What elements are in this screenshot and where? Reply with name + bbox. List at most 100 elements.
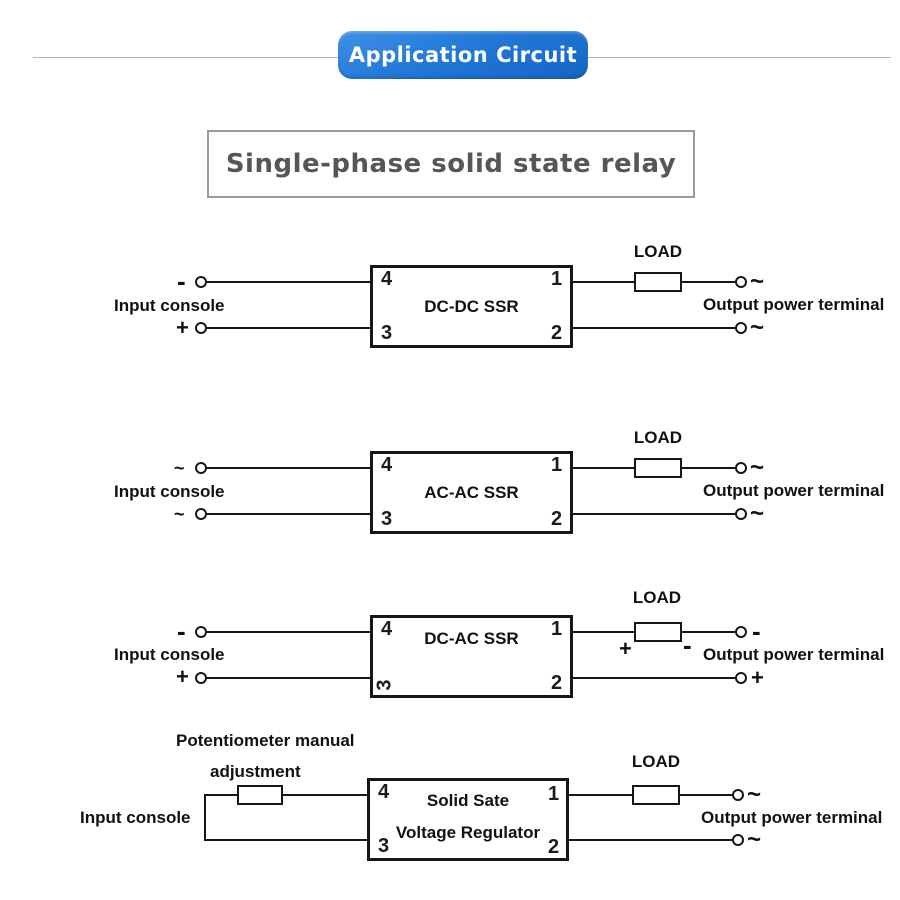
wire (204, 794, 206, 841)
wire (207, 677, 371, 679)
wire (573, 281, 634, 283)
terminal-circle (195, 276, 207, 288)
output-ac-symbol: ~ (750, 268, 765, 295)
load-resistor (634, 272, 682, 292)
wire (573, 513, 735, 515)
wire (207, 327, 371, 329)
terminal-number: 3 (378, 835, 390, 857)
ssr-name: AC-AC SSR (424, 483, 519, 502)
output-ac-symbol: ~ (750, 314, 765, 341)
input-minus-symbol: - (177, 616, 186, 646)
load-resistor (634, 458, 682, 478)
terminal-number: 4 (381, 618, 393, 640)
terminal-circle (735, 276, 747, 288)
wire (573, 467, 634, 469)
output-ac-symbol: ~ (750, 454, 765, 481)
wire (682, 467, 735, 469)
output-terminal-label: Output power terminal (703, 645, 885, 664)
wire (207, 467, 371, 469)
input-console-label: Input console (114, 482, 225, 501)
terminal-number: 4 (378, 781, 390, 803)
input-ac-symbol: ~ (174, 458, 185, 478)
wire (204, 794, 237, 796)
wire (569, 839, 732, 841)
terminal-circle (195, 672, 207, 684)
output-ac-symbol: ~ (747, 781, 762, 808)
application-circuit-badge: Application Circuit (338, 31, 588, 79)
load-label: LOAD (633, 428, 683, 447)
input-console-label: Input console (114, 296, 225, 315)
load-label: LOAD (633, 242, 683, 261)
terminal-number: 3 (381, 322, 393, 344)
wire (682, 631, 735, 633)
terminal-circle (735, 626, 747, 638)
load-label: LOAD (631, 752, 681, 771)
output-ac-symbol: ~ (747, 826, 762, 853)
terminal-number: 1 (551, 268, 563, 290)
ssr-name: DC-DC SSR (424, 297, 519, 316)
wire (569, 794, 632, 796)
terminal-circle (195, 322, 207, 334)
load-resistor (632, 785, 680, 805)
terminal-number: 2 (548, 836, 560, 858)
terminal-number: 4 (381, 454, 393, 476)
wire (680, 794, 732, 796)
wire (207, 513, 371, 515)
terminal-number: 2 (551, 672, 563, 694)
load-label: LOAD (632, 588, 682, 607)
load-plus-symbol: + (619, 636, 632, 661)
output-terminal-label: Output power terminal (703, 481, 885, 500)
load-minus-symbol: - (683, 630, 692, 660)
input-plus-symbol: + (176, 664, 189, 689)
ssr-box (370, 615, 573, 698)
terminal-number: 3 (373, 679, 396, 691)
wire (573, 327, 735, 329)
terminal-circle (735, 672, 747, 684)
page-title-box: Single-phase solid state relay (207, 130, 695, 198)
ssr-name: DC-AC SSR (424, 629, 519, 648)
wire (207, 631, 371, 633)
input-minus-symbol: - (177, 266, 186, 296)
page-title: Single-phase solid state relay (225, 149, 677, 179)
wire (283, 794, 367, 796)
wire (207, 281, 371, 283)
ssr-box (370, 451, 573, 534)
output-minus-symbol: - (752, 616, 761, 646)
load-resistor (634, 622, 682, 642)
terminal-circle (195, 626, 207, 638)
terminal-circle (735, 322, 747, 334)
potentiometer-resistor (237, 785, 283, 805)
terminal-circle (735, 462, 747, 474)
terminal-circle (195, 508, 207, 520)
potentiometer-label-line2: adjustment (210, 762, 301, 781)
terminal-number: 3 (381, 508, 393, 530)
terminal-number: 1 (551, 454, 563, 476)
ssr-name-line2: Voltage Regulator (395, 823, 541, 842)
ssr-name-line1: Solid Sate (426, 791, 510, 810)
output-plus-symbol: + (751, 665, 764, 690)
wire (682, 281, 735, 283)
wire (204, 839, 367, 841)
ssr-box (367, 778, 569, 861)
terminal-number: 2 (551, 508, 563, 530)
wire (573, 677, 735, 679)
input-plus-symbol: + (176, 315, 189, 340)
terminal-circle (195, 462, 207, 474)
output-terminal-label: Output power terminal (703, 295, 885, 314)
potentiometer-label-line1: Potentiometer manual (176, 731, 355, 750)
terminal-circle (735, 508, 747, 520)
badge-label: Application Circuit (348, 43, 578, 67)
output-ac-symbol: ~ (750, 500, 765, 527)
input-console-label: Input console (114, 645, 225, 664)
input-ac-symbol: ~ (174, 504, 185, 524)
input-console-label: Input console (80, 808, 191, 827)
output-terminal-label: Output power terminal (701, 808, 883, 827)
terminal-number: 1 (551, 618, 563, 640)
terminal-number: 4 (381, 268, 393, 290)
terminal-circle (732, 789, 744, 801)
terminal-number: 2 (551, 322, 563, 344)
terminal-number: 1 (548, 783, 560, 805)
wire (573, 631, 634, 633)
terminal-circle (732, 834, 744, 846)
